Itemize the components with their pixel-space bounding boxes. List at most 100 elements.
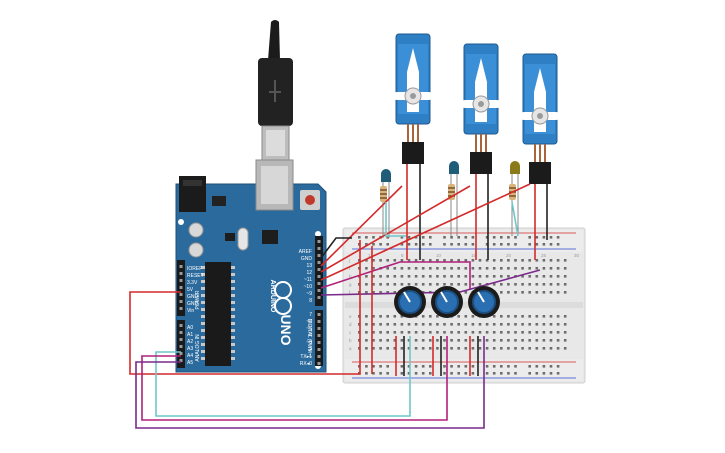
chip-pin	[231, 266, 235, 269]
breadboard-hole	[386, 365, 389, 368]
breadboard-hole	[393, 283, 397, 286]
breadboard-hole	[478, 331, 482, 334]
header-pin	[179, 307, 183, 310]
breadboard-hole	[471, 259, 475, 262]
breadboard-hole	[429, 323, 432, 326]
breadboard-hole	[542, 323, 546, 326]
breadboard-hole	[471, 275, 475, 278]
pin-label: ~9	[306, 291, 312, 297]
breadboard-hole	[500, 347, 503, 350]
breadboard-hole	[556, 275, 560, 278]
header-pin	[179, 300, 183, 303]
breadboard-hole	[372, 243, 375, 246]
breadboard-hole	[514, 267, 517, 270]
wire-pin11	[320, 183, 531, 281]
breadboard-hole	[563, 339, 567, 342]
breadboard-hole	[485, 243, 489, 246]
breadboard-hole	[443, 347, 446, 350]
header-pin	[317, 268, 321, 271]
breadboard-hole	[450, 339, 453, 342]
breadboard-hole	[507, 339, 510, 342]
capacitor	[188, 222, 204, 238]
digital-header-label: DIGITAL (PWM~)	[306, 319, 312, 358]
breadboard-hole	[365, 283, 368, 286]
chip-pin	[231, 336, 235, 339]
breadboard-hole	[372, 323, 375, 326]
breadboard-hole	[556, 347, 560, 350]
arduino-uno-board[interactable]: ARDUINO UNO DIGITAL (PWM~) ANALOG IN POW…	[175, 159, 327, 373]
breadboard-hole	[521, 291, 524, 294]
breadboard-hole	[478, 339, 482, 342]
header-pin	[179, 286, 183, 289]
atmega-chip	[205, 262, 231, 366]
breadboard-hole	[393, 315, 397, 318]
breadboard-hole	[500, 243, 503, 246]
potentiometer[interactable]	[468, 286, 500, 318]
breadboard-hole	[414, 323, 418, 326]
breadboard-hole	[464, 347, 468, 350]
breadboard-hole	[393, 291, 397, 294]
breadboard-hole	[450, 243, 453, 246]
breadboard-hole	[379, 291, 382, 294]
breadboard-hole	[535, 259, 539, 262]
breadboard-hole	[464, 267, 468, 270]
breadboard-hole	[464, 283, 468, 286]
breadboard-hole	[421, 372, 425, 375]
breadboard-hole	[457, 267, 460, 270]
breadboard-hole	[500, 236, 503, 239]
breadboard-hole	[471, 347, 475, 350]
pin-label: 4	[309, 333, 312, 339]
crystal	[237, 227, 249, 251]
breadboard-hole	[471, 236, 475, 239]
breadboard-hole	[507, 243, 510, 246]
breadboard-hole	[443, 323, 446, 326]
breadboard-hole	[507, 331, 510, 334]
row-letter: e	[349, 314, 352, 319]
breadboard-hole	[485, 275, 489, 278]
servo-motor[interactable]	[461, 43, 501, 174]
led[interactable]	[449, 161, 459, 236]
breadboard-hole	[521, 275, 524, 278]
breadboard-hole	[450, 275, 453, 278]
breadboard-hole	[514, 243, 517, 246]
breadboard-hole	[400, 259, 404, 262]
breadboard-hole	[507, 275, 510, 278]
breadboard-hole	[457, 275, 460, 278]
wire-pin13	[320, 185, 403, 267]
breadboard-hole	[429, 365, 432, 368]
pin-label: 2	[309, 347, 312, 353]
servo-motor[interactable]	[520, 53, 560, 184]
breadboard-hole	[421, 275, 425, 278]
breadboard-hole	[507, 291, 510, 294]
reset-button-cap[interactable]	[305, 195, 315, 205]
servo-motor[interactable]	[393, 33, 433, 164]
breadboard-hole	[400, 323, 404, 326]
breadboard-hole	[365, 291, 368, 294]
chip-pin	[201, 329, 205, 332]
header-pin	[317, 247, 321, 250]
breadboard-hole	[436, 331, 439, 334]
potentiometer[interactable]	[394, 286, 426, 318]
breadboard-hole	[535, 347, 539, 350]
breadboard-hole	[429, 275, 432, 278]
breadboard-hole	[528, 283, 531, 286]
breadboard-hole	[485, 267, 489, 270]
column-number: 15	[471, 253, 477, 258]
breadboard-hole	[450, 236, 453, 239]
wire-pin9	[320, 269, 541, 296]
header-pin	[317, 289, 321, 292]
breadboard-hole	[514, 236, 517, 239]
breadboard-hole	[372, 267, 375, 270]
breadboard-hole	[421, 236, 425, 239]
breadboard-hole	[464, 339, 468, 342]
potentiometer[interactable]	[431, 286, 463, 318]
breadboard-hole	[549, 347, 553, 350]
pin-label: RX◂0	[300, 361, 312, 367]
header-pin	[317, 296, 321, 299]
wire-5v-rail	[129, 240, 361, 375]
breadboard-hole	[500, 323, 503, 326]
breadboard-hole	[443, 331, 446, 334]
breadboard-hole	[478, 283, 482, 286]
breadboard-hole	[464, 243, 468, 246]
breadboard-hole	[535, 236, 539, 239]
